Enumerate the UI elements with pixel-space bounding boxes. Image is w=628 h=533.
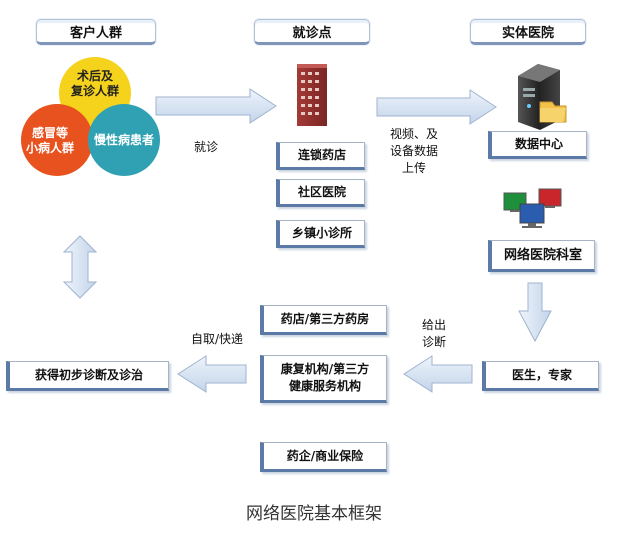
label-upload-line3: 上传 [401, 161, 426, 175]
venn-postop-line1: 术后及 [76, 68, 114, 83]
label-visit: 就诊 [193, 140, 218, 154]
service-insurance: 药企/商业保险 [260, 442, 387, 472]
header-customers: 客户人群 [36, 19, 156, 45]
clinic-point-2: 社区医院 [276, 179, 365, 207]
data-center-box: 数据中心 [488, 131, 587, 159]
service-rehab-line1: 康复机构/第三方 [280, 362, 370, 376]
circle-cold [21, 104, 93, 176]
arrow-bidirectional [62, 235, 98, 299]
diagram-caption: 网络医院基本框架 [246, 504, 382, 524]
header-clinic: 就诊点 [254, 19, 370, 45]
result-box: 获得初步诊断及诊治 [6, 361, 169, 391]
venn-cold-line1: 感冒等 [32, 125, 68, 140]
monitors-icon [503, 188, 562, 228]
venn-chronic: 慢性病患者 [94, 132, 154, 147]
venn-postop-line2: 复诊人群 [70, 83, 119, 98]
header-hospital: 实体医院 [470, 19, 586, 45]
label-upload-line1: 视频、及 [389, 127, 438, 141]
service-rehab: 康复机构/第三方 健康服务机构 [260, 355, 387, 403]
label-upload-line2: 设备数据 [389, 144, 438, 158]
service-pharmacy: 药店/第三方药房 [260, 305, 387, 335]
server-icon [518, 64, 567, 130]
online-dept-box: 网络医院科室 [488, 240, 595, 272]
circle-chronic [88, 104, 160, 176]
clinic-point-1: 连锁药店 [276, 142, 365, 170]
label-diagnosis-line2: 诊断 [421, 335, 446, 349]
building-icon [297, 64, 327, 126]
arrow-down [518, 282, 552, 343]
label-diagnosis-line1: 给出 [421, 318, 446, 332]
venn-cold-line2: 小病人群 [26, 140, 74, 155]
arrow-upload [376, 89, 497, 125]
doctor-box: 医生，专家 [482, 361, 599, 391]
arrow-diagnosis [403, 355, 473, 393]
arrow-pickup [177, 355, 247, 393]
label-pickup: 自取/快递 [190, 332, 244, 346]
arrow-visit [155, 88, 277, 124]
service-rehab-line2: 健康服务机构 [288, 379, 361, 393]
clinic-point-3: 乡镇小诊所 [276, 220, 365, 248]
